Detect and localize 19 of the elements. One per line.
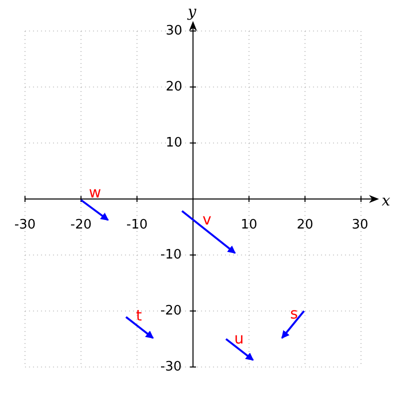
tick-label: 10 (240, 218, 258, 232)
tick-label: -10 (160, 248, 182, 262)
tick-label: -20 (70, 218, 92, 232)
vector-label: v (202, 212, 212, 228)
vector-label: w (88, 186, 102, 200)
tick-label: 20 (296, 218, 314, 232)
axis-label: y (188, 4, 196, 20)
vector-label: s (290, 306, 298, 322)
tick-label: -20 (160, 304, 182, 318)
tick-label: -10 (126, 218, 148, 232)
tick-label: 10 (166, 136, 182, 150)
vector-label: u (234, 332, 244, 346)
tick-label: -30 (14, 218, 36, 232)
tick-label: -30 (160, 360, 182, 374)
tick-label: 20 (166, 80, 182, 94)
tick-label: 30 (166, 24, 182, 38)
tick-label: 30 (352, 218, 368, 232)
vector-label: t (136, 308, 142, 324)
axis-label: x (382, 194, 390, 208)
